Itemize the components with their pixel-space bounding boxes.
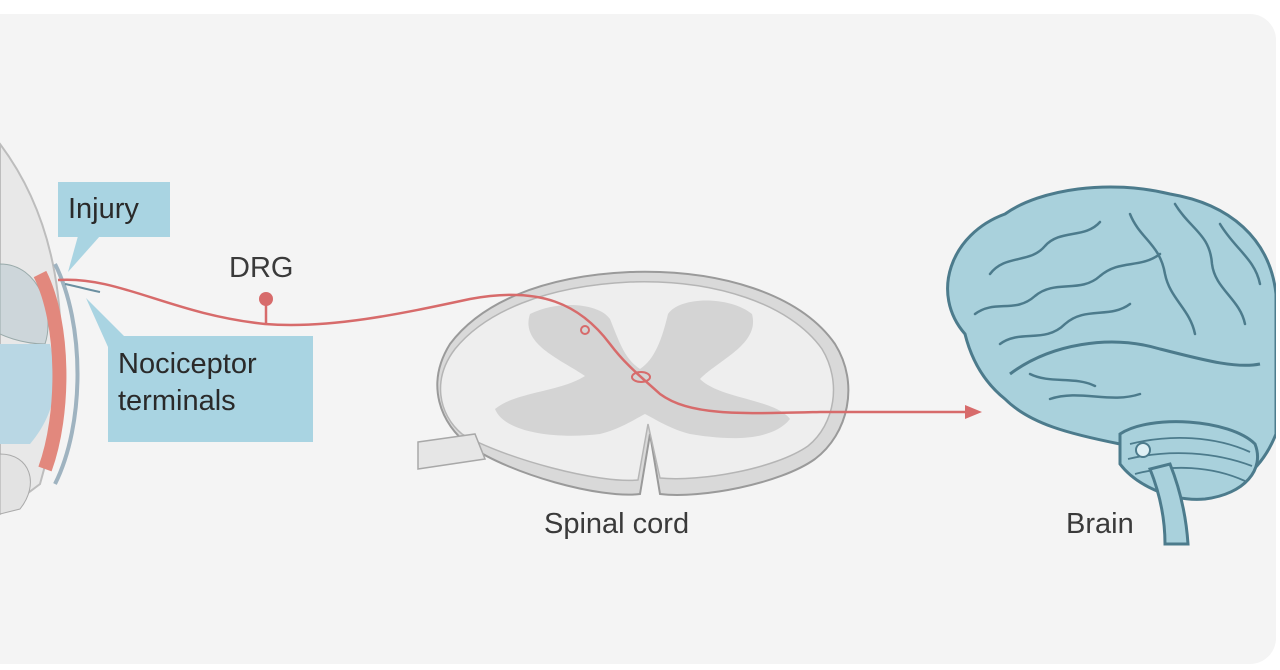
drg-label: DRG [229, 252, 294, 284]
skin-tissue [0, 142, 80, 516]
nociceptor-pointer [86, 298, 135, 347]
nociceptor-pathway [57, 278, 982, 419]
spinal-cord-label: Spinal cord [544, 508, 690, 540]
nociceptor-label-line1: Nociceptor [118, 348, 257, 380]
nociceptor-label-line2: terminals [118, 385, 236, 417]
diagram-panel: Injury Nociceptor terminals DRG Spinal c… [0, 14, 1276, 664]
nociceptor-terminals-callout: Nociceptor terminals [108, 336, 313, 442]
injury-callout: Injury [58, 182, 170, 237]
injury-pointer [68, 236, 100, 272]
brain-illustration [946, 185, 1276, 546]
arrow-to-brain-icon [965, 405, 982, 419]
drg-cell-body [259, 292, 273, 306]
pain-pathway-diagram [0, 142, 1276, 546]
spinal-cord-cross-section [417, 270, 850, 496]
brain-label: Brain [1066, 508, 1134, 540]
